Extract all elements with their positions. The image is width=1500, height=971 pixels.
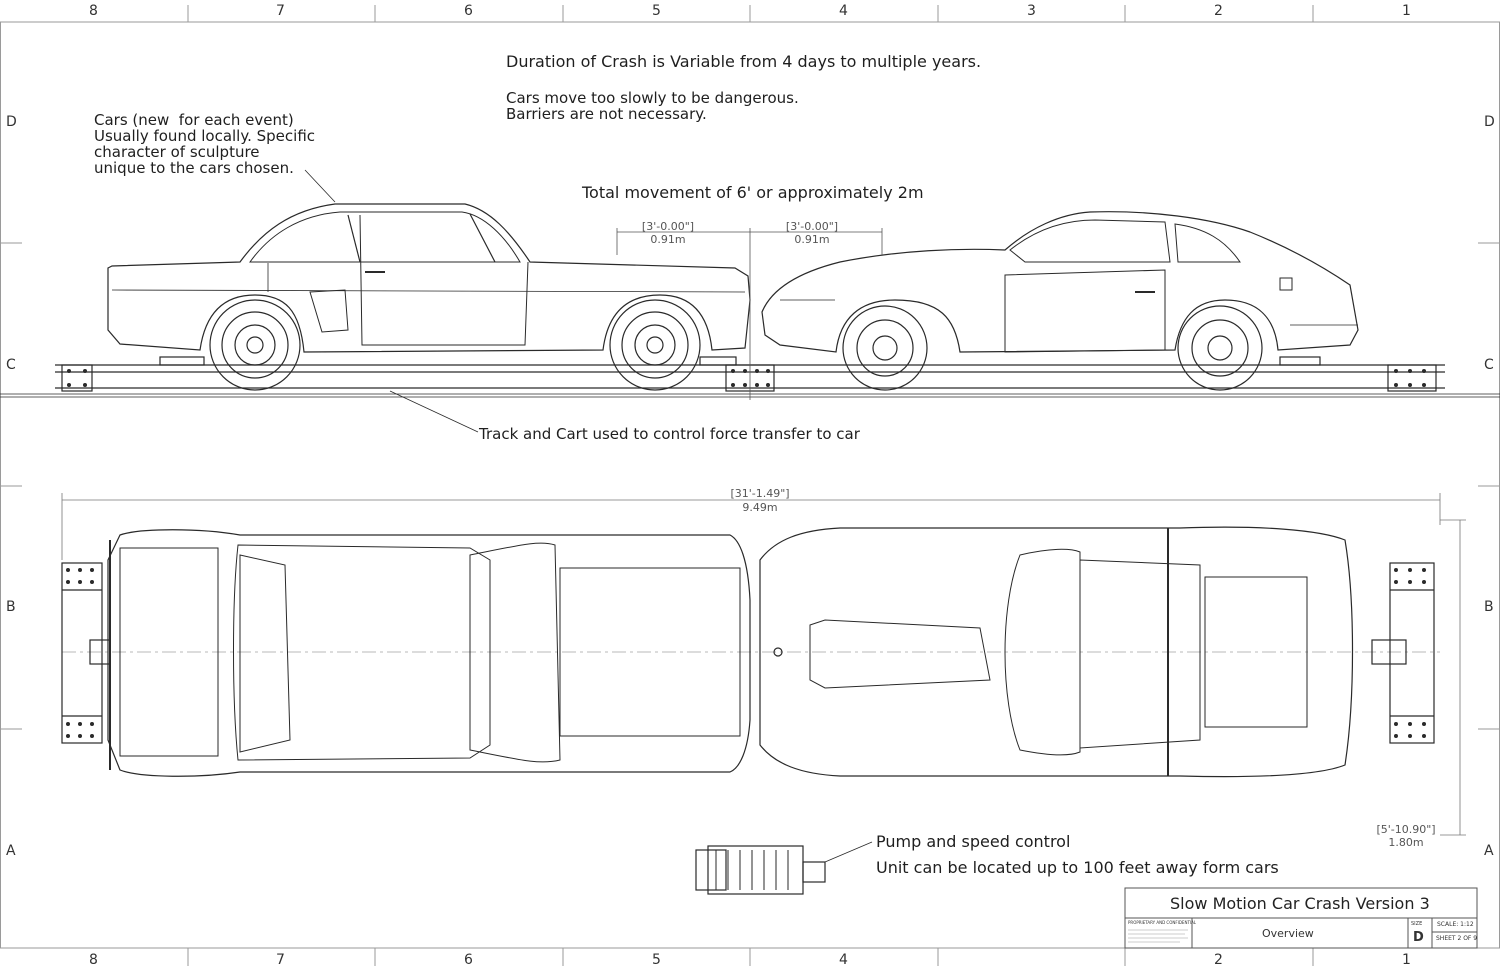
left-car-top	[107, 529, 751, 777]
title-block-drawing-name: Overview	[1262, 927, 1314, 940]
right-car-front-wheel	[842, 305, 928, 391]
cars-note-line1: Cars (new for each event)	[94, 111, 294, 129]
zone-col-bottom-6: 6	[464, 952, 473, 968]
duration-note: Duration of Crash is Variable from 4 day…	[506, 52, 982, 71]
overall-length-metric: 9.49m	[742, 501, 778, 514]
right-car-body	[761, 211, 1359, 353]
top-view	[61, 493, 1466, 895]
title-block-size-label: SIZE	[1411, 921, 1423, 927]
track-note: Track and Cart used to control force tra…	[479, 425, 860, 443]
zone-col-bottom-5: 5	[652, 952, 661, 968]
title-block-sheet: SHEET 2 OF 9	[1436, 935, 1478, 942]
left-car-rear-wheel	[209, 299, 301, 391]
title-block-size: D	[1413, 930, 1424, 945]
zone-col-bottom-4: 4	[839, 952, 848, 968]
zone-col-top-5: 5	[652, 3, 661, 19]
right-move-imperial: [3'-0.00"]	[785, 220, 839, 233]
pump-note-line2: Unit can be located up to 100 feet away …	[876, 858, 1279, 877]
pump-unit	[695, 845, 826, 895]
zone-col-top-7: 7	[276, 3, 285, 19]
zone-row-right-d: D	[1484, 114, 1495, 130]
zone-col-bottom-7: 7	[276, 952, 285, 968]
zone-col-top-3: 3	[1027, 3, 1036, 19]
zone-col-top-1: 1	[1402, 3, 1411, 19]
zone-col-bottom-2: 2	[1214, 952, 1223, 968]
movement-dimensions	[616, 228, 883, 400]
title-block-title: Slow Motion Car Crash Version 3	[1170, 894, 1430, 913]
left-move-metric: 0.91m	[650, 233, 686, 246]
cars-leader	[304, 169, 336, 203]
zone-row-left-a: A	[6, 843, 16, 859]
left-move-imperial: [3'-0.00"]	[641, 220, 695, 233]
cars-note-line2: Usually found locally. Specific	[94, 127, 316, 145]
right-cart	[1389, 562, 1435, 744]
zone-col-top-4: 4	[839, 3, 848, 19]
track-block-right	[1387, 364, 1437, 392]
title-block-proprietary: PROPRIETARY AND CONFIDENTIAL	[1128, 920, 1197, 925]
slow-note-line2: Barriers are not necessary.	[506, 105, 707, 123]
right-car-rear-wheel	[1177, 305, 1263, 391]
width-metric: 1.80m	[1388, 836, 1424, 849]
cars-note-line4: unique to the cars chosen.	[94, 159, 294, 177]
track-leader	[389, 390, 479, 433]
zone-row-left-d: D	[6, 114, 17, 130]
zone-row-left-c: C	[6, 357, 16, 373]
zone-row-right-a: A	[1484, 843, 1494, 859]
left-car-body	[107, 203, 751, 353]
zone-row-right-b: B	[1484, 599, 1494, 615]
zone-col-top-6: 6	[464, 3, 473, 19]
zone-col-bottom-1: 1	[1402, 952, 1411, 968]
zone-col-bottom-8: 8	[89, 952, 98, 968]
right-move-metric: 0.91m	[794, 233, 830, 246]
title-block-scale: SCALE: 1:12	[1437, 921, 1474, 928]
zone-row-right-c: C	[1484, 357, 1494, 373]
track-block-left	[61, 364, 93, 392]
right-car-top	[759, 526, 1354, 778]
cars-note-line3: character of sculpture	[94, 143, 260, 161]
title-block	[1124, 887, 1478, 949]
left-car-front-wheel	[609, 299, 701, 391]
zone-ticks	[0, 5, 1500, 966]
zone-col-top-8: 8	[89, 3, 98, 19]
pump-leader	[824, 841, 873, 863]
overall-length-imperial: [31'-1.49"]	[730, 487, 790, 500]
zone-col-top-2: 2	[1214, 3, 1223, 19]
left-cart	[61, 562, 103, 744]
width-imperial: [5'-10.90"]	[1376, 823, 1436, 836]
slow-note-line1: Cars move too slowly to be dangerous.	[506, 89, 799, 107]
zone-row-left-b: B	[6, 599, 16, 615]
pump-note-line1: Pump and speed control	[876, 832, 1071, 851]
movement-note: Total movement of 6' or approximately 2m	[582, 183, 924, 202]
